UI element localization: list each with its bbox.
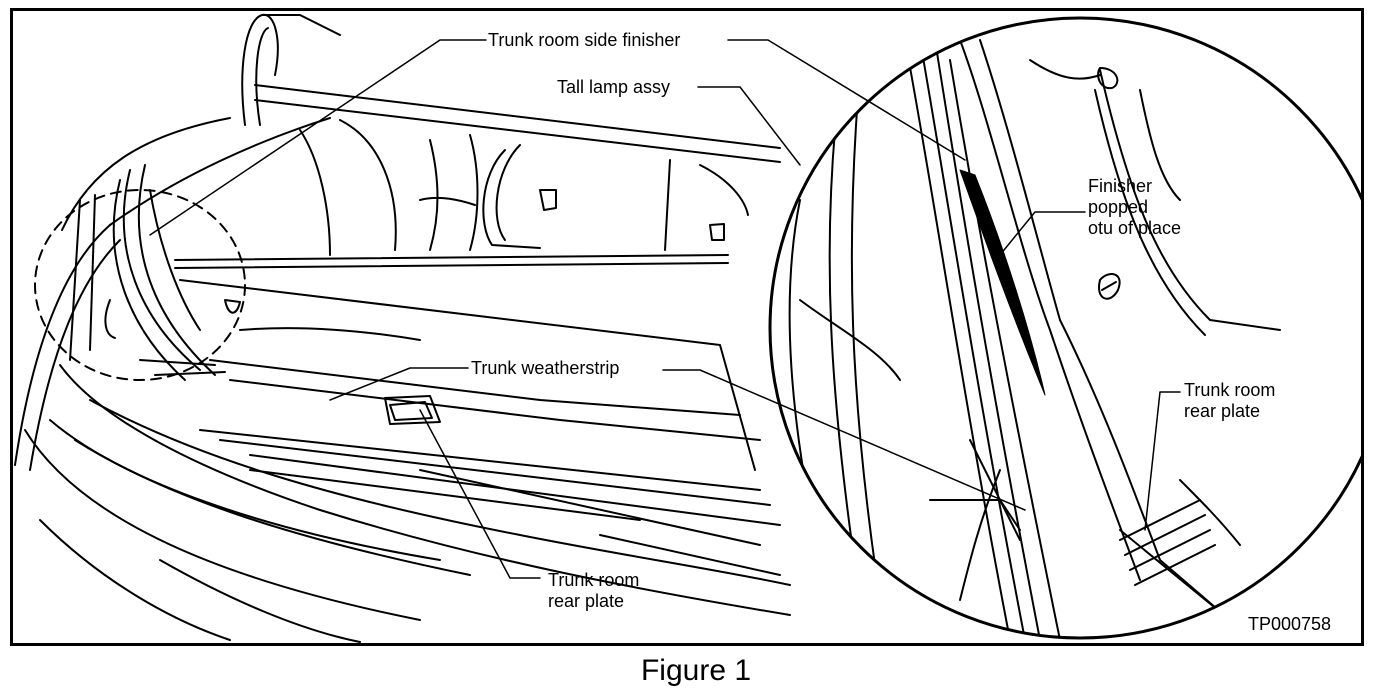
label-rear-plate-right-line-1: Trunk room bbox=[1184, 380, 1276, 400]
trunk-interior bbox=[179, 279, 781, 576]
car-body bbox=[14, 117, 791, 643]
weatherstrip-lines bbox=[69, 164, 226, 381]
trunk-lid bbox=[174, 13, 781, 269]
label-trunk-weatherstrip: Trunk weatherstrip bbox=[471, 358, 620, 378]
leader-lines bbox=[149, 39, 1181, 579]
label-tail-lamp-assy: Tall lamp assy bbox=[557, 77, 671, 97]
label-finisher-line-1: Finisher bbox=[1088, 176, 1153, 196]
popped-finisher-shape bbox=[959, 169, 1046, 396]
label-rear-plate-left-line-1: Trunk room bbox=[548, 570, 640, 590]
figure-caption: Figure 1 bbox=[640, 654, 752, 687]
label-rear-plate-right-line-2: rear plate bbox=[1184, 401, 1261, 421]
figure-code: TP000758 bbox=[1248, 614, 1332, 634]
label-trunk-room-rear-plate-left: Trunk room rear plate bbox=[548, 570, 639, 612]
label-finisher-popped: Finisher popped otu of place bbox=[1088, 176, 1181, 239]
label-trunk-room-side-finisher: Trunk room side finisher bbox=[488, 30, 681, 50]
label-finisher-line-3: otu of place bbox=[1088, 218, 1182, 238]
label-finisher-line-2: popped bbox=[1088, 197, 1149, 217]
magnifier-circle bbox=[768, 16, 1361, 640]
magnified-detail bbox=[770, 18, 1361, 638]
detail-callout-circle bbox=[34, 189, 246, 381]
label-trunk-room-rear-plate-right: Trunk room rear plate bbox=[1184, 380, 1275, 422]
label-rear-plate-left-line-2: rear plate bbox=[548, 591, 625, 611]
